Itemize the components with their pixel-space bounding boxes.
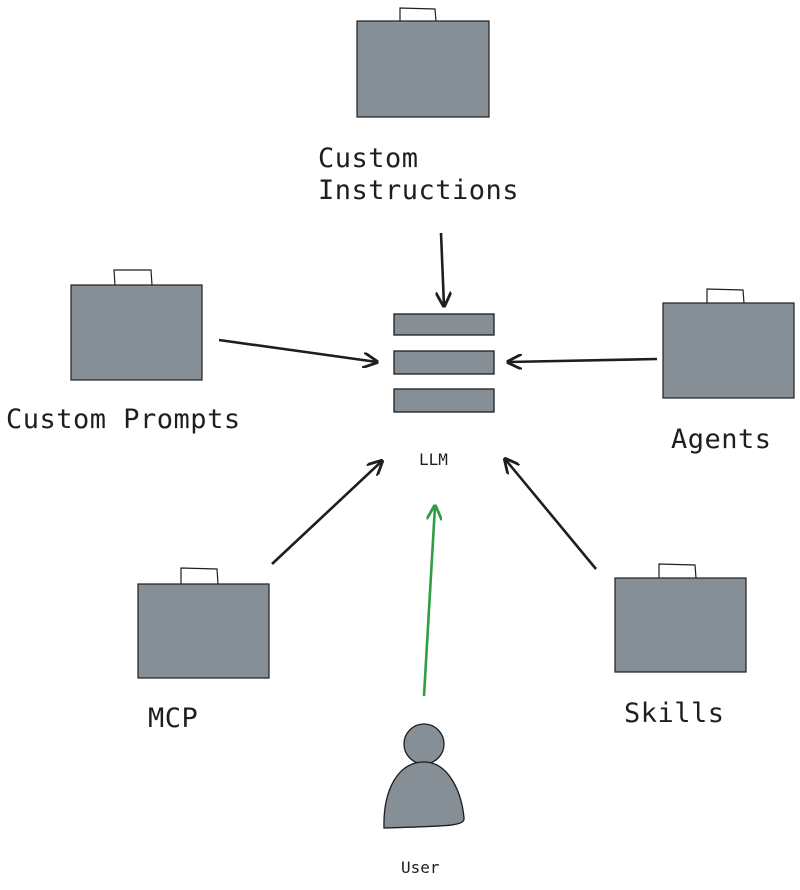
arrow-custom-instructions-to-llm <box>441 232 444 306</box>
label-custom-prompts: Custom Prompts <box>6 404 241 435</box>
arrow-user-to-llm <box>422 506 435 697</box>
label-skills: Skills <box>624 698 725 729</box>
label-mcp: MCP <box>148 703 199 734</box>
briefcase-icon <box>356 7 490 118</box>
briefcase-icon <box>662 288 795 399</box>
label-agents: Agents <box>671 424 772 455</box>
stack-icon <box>393 313 495 413</box>
label-llm: LLM <box>419 450 448 469</box>
arrow-mcp-to-llm <box>271 461 382 565</box>
label-custom-instructions: Custom Instructions <box>318 143 519 208</box>
user-icon <box>383 723 465 829</box>
arrow-agents-to-llm <box>508 359 658 362</box>
arrow-custom-prompts-to-llm <box>218 338 377 362</box>
arrow-skills-to-llm <box>505 459 598 570</box>
label-user: User <box>401 858 440 877</box>
briefcase-icon <box>614 563 747 673</box>
briefcase-icon <box>137 567 270 679</box>
label-custom-instructions-line2: Instructions <box>318 175 520 207</box>
briefcase-icon <box>70 269 203 381</box>
label-custom-instructions-line1: Custom <box>318 143 419 174</box>
